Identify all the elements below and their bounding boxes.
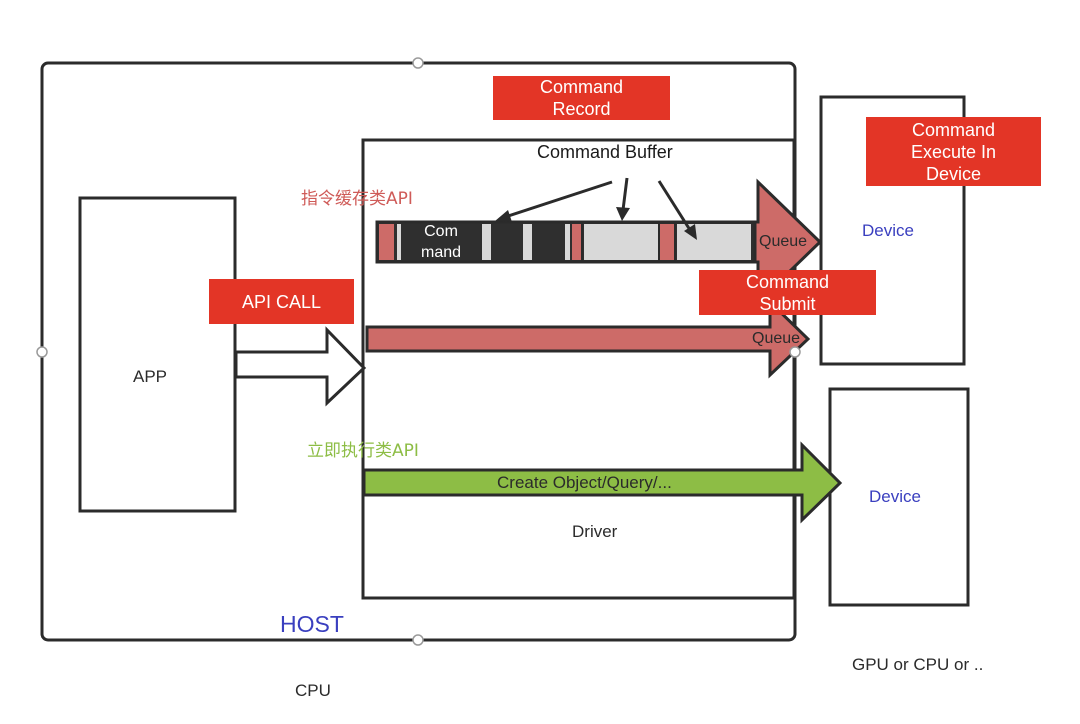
command-slot — [565, 224, 570, 260]
command-submit-line1: Command — [745, 271, 830, 292]
submit-queue-arrow — [365, 298, 811, 379]
command-slot-label-line2: mand — [420, 244, 462, 261]
queue-label-1: Queue — [759, 233, 808, 250]
device-box-2 — [828, 387, 970, 607]
immediate-api-label: 立即执行类API — [307, 441, 419, 461]
device-caption: GPU or CPU or .. — [852, 655, 984, 674]
command-buffer-label: Command Buffer — [537, 142, 673, 162]
command-record-line2: Record — [552, 99, 611, 119]
command-execute-badge: Command Execute In Device — [866, 117, 1041, 186]
command-slot — [572, 224, 582, 260]
command-submit-badge: Command Submit — [699, 270, 876, 315]
command-submit-line2: Submit — [759, 293, 816, 314]
command-slot — [482, 224, 491, 260]
driver-box — [361, 138, 796, 600]
command-slot — [523, 224, 532, 260]
immediate-api-arrow — [362, 441, 843, 524]
driver-label: Driver — [572, 522, 618, 541]
command-slot — [397, 224, 401, 260]
device-label-2: Device — [869, 487, 921, 506]
app-box — [78, 196, 237, 513]
buffer-pointer-arrows — [495, 177, 697, 240]
connection-handles — [36, 57, 801, 646]
command-execute-line2: Execute In — [910, 141, 997, 162]
command-execute-line1: Command — [911, 119, 996, 140]
app-label: APP — [133, 367, 168, 386]
api-call-badge: API CALL — [209, 279, 354, 324]
api-call-arrow — [234, 326, 367, 407]
immediate-arrow-label: Create Object/Query/... — [497, 473, 672, 492]
command-slot — [660, 224, 674, 260]
command-slot-label: Com mand — [418, 221, 464, 263]
command-slot-label-line1: Com — [424, 223, 458, 240]
command-record-badge: Command Record — [493, 76, 670, 120]
cpu-caption: CPU — [295, 681, 331, 700]
command-record-line1: Command — [539, 77, 624, 97]
queue-label-2: Queue — [752, 330, 801, 347]
command-slot — [584, 224, 658, 260]
api-call-label: API CALL — [241, 291, 322, 312]
command-slot — [379, 224, 394, 260]
host-label: HOST — [280, 611, 344, 637]
device-label-1: Device — [862, 221, 914, 240]
cache-api-label: 指令缓存类API — [301, 189, 413, 209]
command-execute-line3: Device — [925, 163, 982, 184]
